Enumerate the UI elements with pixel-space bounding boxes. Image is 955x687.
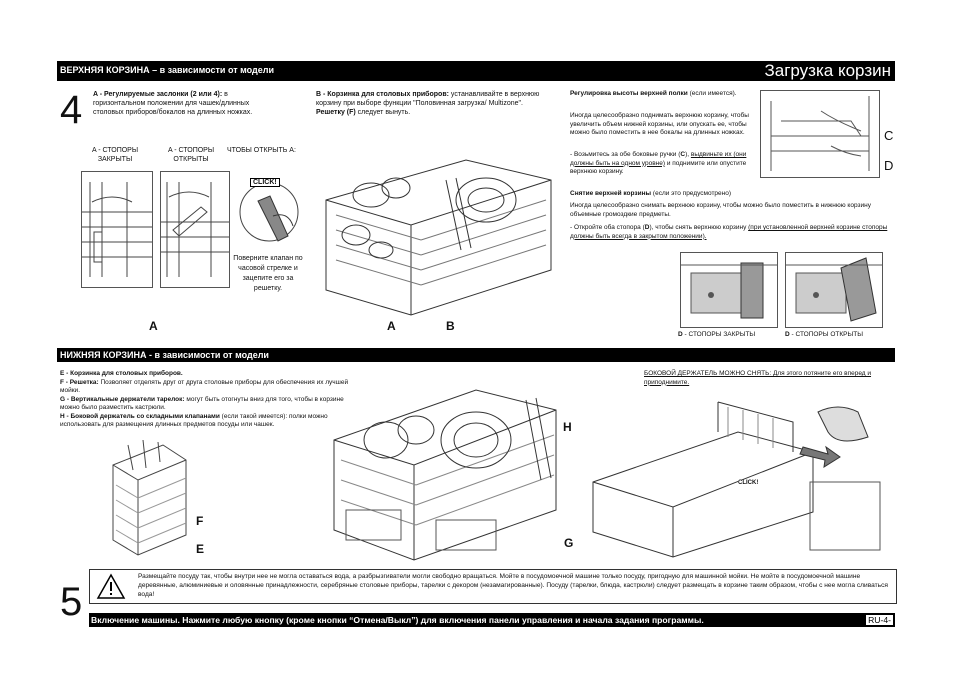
height-adjust-figure (760, 90, 880, 178)
stops-d-open-figure (785, 252, 883, 328)
lower-basket-items: E - Корзинка для столовых приборов. F - … (60, 370, 352, 430)
cutlery-basket-figure (108, 440, 190, 558)
stops-open-figure (160, 171, 230, 288)
marker-a-left: A (149, 319, 158, 333)
marker-d: D (884, 158, 894, 173)
stops-d-closed-figure (680, 252, 778, 328)
click-badge-lower: CLICK! (738, 480, 759, 486)
rotate-flap-hint: Поверните клапан по часовой стрелке и за… (233, 255, 303, 292)
marker-e: E (196, 542, 205, 556)
stops-d-open-caption: D - СТОПОРЫ ОТКРЫТЫ (785, 331, 863, 338)
page-title: Загрузка корзин (764, 61, 892, 80)
marker-g: G (564, 536, 574, 550)
side-holder-note: БОКОВОЙ ДЕРЖАТЕЛЬ МОЖНО СНЯТЬ: Для этого… (644, 370, 872, 386)
step-number-5: 5 (60, 580, 83, 624)
top-section-title: ВЕРХНЯЯ КОРЗИНА – в зависимости от модел… (60, 65, 275, 75)
bottom-section-header-bar: НИЖНЯЯ КОРЗИНА - в зависимости от модели (57, 348, 895, 362)
lower-basket-illustration (326, 370, 562, 562)
height-adjust-text: Иногда целесообразно поднимать верхнюю к… (570, 112, 749, 136)
how-to-open-figure: CLICK! (238, 171, 300, 253)
marker-c: C (884, 128, 894, 143)
bottom-instruction-bar: Включение машины. Нажмите любую кнопку (… (89, 613, 895, 627)
arrow-right-icon (799, 445, 841, 468)
height-adjust-heading: Регулировка высоты верхней полки (если и… (570, 90, 737, 97)
bottom-instruction-text: Включение машины. Нажмите любую кнопку (… (91, 615, 704, 625)
marker-h-center: H (563, 420, 572, 434)
stops-open-caption: A - СТОПОРЫ ОТКРЫТЫ (167, 147, 215, 163)
marker-f: F (196, 514, 204, 528)
remove-basket-action: - Откройте оба стопора (D), чтобы снять … (570, 224, 888, 240)
upper-basket-illustration (316, 140, 556, 320)
warning-box: Размещайте посуду так, чтобы внутри нее … (89, 569, 897, 604)
stops-d-closed-caption: D - СТОПОРЫ ЗАКРЫТЫ (678, 331, 756, 338)
warning-text: Размещайте посуду так, чтобы внутри нее … (138, 573, 888, 598)
height-adjust-action: - Возьмитесь за обе боковые ручки (C), в… (570, 151, 747, 175)
top-section-header-bar: ВЕРХНЯЯ КОРЗИНА – в зависимости от модел… (57, 61, 895, 81)
click-badge: CLICK! (250, 178, 280, 187)
warning-triangle-icon (96, 573, 126, 600)
bottom-section-title: НИЖНЯЯ КОРЗИНА - в зависимости от модели (60, 350, 269, 360)
side-holder-illustration: H CLICK! (588, 392, 888, 560)
list-item: F - Решетка: Позволяет отделять друг от … (60, 378, 349, 395)
how-to-open-caption: ЧТОБЫ ОТКРЫТЬ A: (227, 147, 296, 154)
adjustable-flaps-description: A - Регулируемые заслонки (2 или 4): в г… (93, 91, 253, 116)
page-reference: RU-4- (866, 615, 893, 625)
list-item: H - Боковой держатель со складными клапа… (60, 412, 328, 429)
marker-b: B (446, 319, 455, 333)
cutlery-basket-description: B - Корзинка для столовых приборов: уста… (316, 91, 540, 116)
remove-basket-heading: Снятие верхней корзины (если это предусм… (570, 190, 732, 197)
marker-a-center: A (387, 319, 396, 333)
stops-closed-caption: A - СТОПОРЫ ЗАКРЫТЫ (91, 147, 139, 163)
step-number-4: 4 (60, 88, 83, 132)
list-item: E - Корзинка для столовых приборов. (60, 370, 183, 377)
stops-closed-figure (81, 171, 153, 288)
remove-basket-text: Иногда целесообразно снимать верхнюю кор… (570, 202, 871, 218)
list-item: G - Вертикальные держатели тарелок: могу… (60, 395, 344, 412)
